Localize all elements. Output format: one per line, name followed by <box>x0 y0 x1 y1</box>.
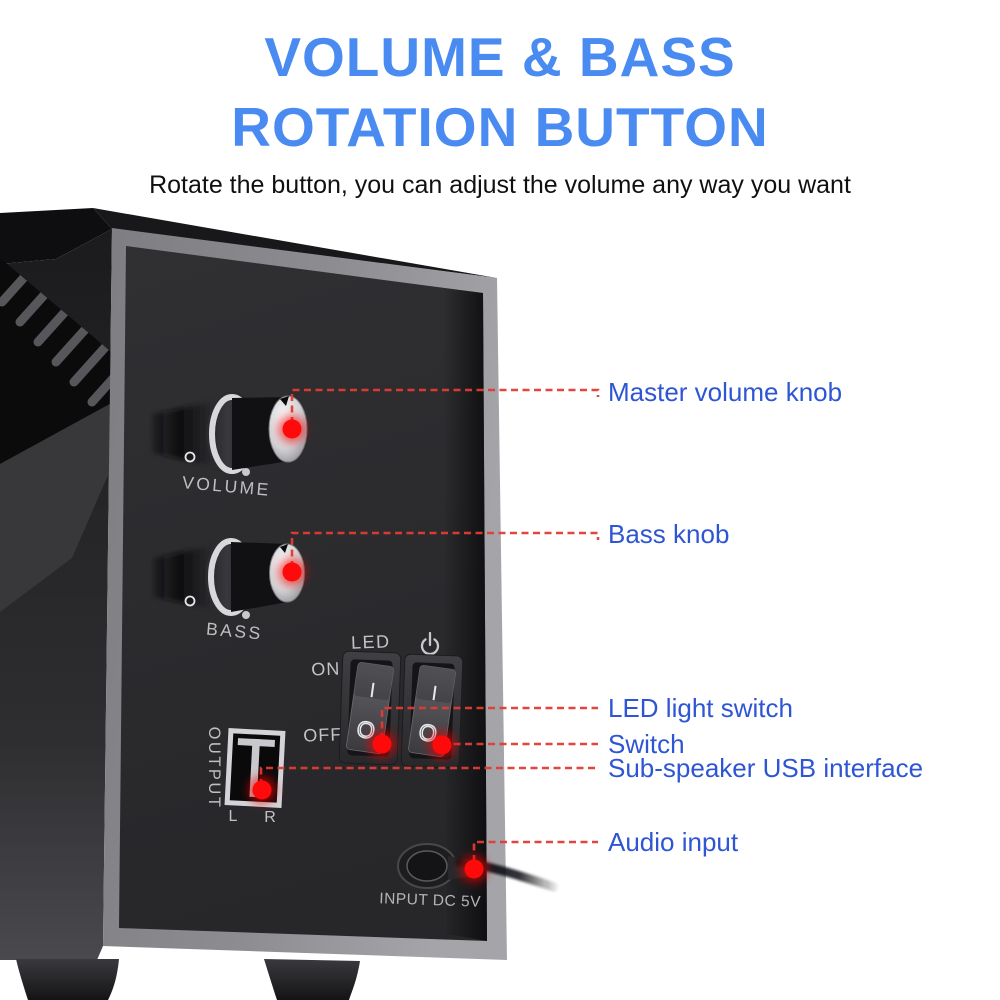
power-icon <box>420 631 440 656</box>
volume-knob: VOLUME <box>152 391 308 500</box>
red-dot-marker <box>428 731 456 759</box>
subtitle: Rotate the button, you can adjust the vo… <box>149 171 851 199</box>
on-label: ON <box>311 659 341 680</box>
callout-line-bass <box>290 531 600 568</box>
red-dot-marker <box>368 730 396 758</box>
callout-line-master-volume <box>290 388 600 424</box>
speaker-foot-left <box>16 959 119 1000</box>
red-dot-marker <box>460 855 488 883</box>
rocker-on-mark: I <box>368 679 377 703</box>
knob-zero-mark <box>184 451 196 463</box>
led-label: LED <box>351 631 391 652</box>
page-title: VOLUME & BASS ROTATION BUTTON <box>0 22 1000 162</box>
rocker-on-mark: I <box>430 682 439 706</box>
panel-edge-shadow <box>443 288 487 941</box>
usb-right-label: R <box>264 809 276 826</box>
callout-label-master-volume: Master volume knob <box>608 377 843 407</box>
callout-label-bass: Bass knob <box>608 519 730 549</box>
bass-label: BASS <box>205 619 263 644</box>
knob-pointer-tail <box>242 611 250 619</box>
title-line-1: VOLUME & BASS <box>264 26 736 88</box>
speaker-foot-right <box>264 959 360 1000</box>
cabinet-top-edge <box>93 208 497 278</box>
knob-pointer-tail <box>242 468 250 476</box>
red-dot-marker <box>278 415 306 443</box>
off-label: OFF <box>303 724 343 745</box>
red-dot-marker <box>248 776 276 804</box>
callout-label-audio-input: Audio input <box>608 827 739 857</box>
callout-label-led-switch: LED light switch <box>608 693 793 723</box>
callout-marker-dots <box>248 415 488 883</box>
input-label: INPUT DC 5V <box>379 890 481 911</box>
cabinet-top-corner <box>0 208 112 264</box>
knob-index-notch <box>280 396 289 406</box>
output-label: OUTPUT <box>205 727 223 810</box>
knob-index-notch <box>280 544 288 553</box>
dc-plug-inner <box>406 850 448 882</box>
title-line-2: ROTATION BUTTON <box>231 96 769 158</box>
callout-line-led-switch <box>380 706 598 740</box>
callout-label-usb-interface: Sub-speaker USB interface <box>608 753 924 783</box>
knob-zero-mark <box>184 595 196 607</box>
red-dot-marker <box>278 558 306 586</box>
usb-left-label: L <box>229 808 238 825</box>
callout-label-switch: Switch <box>608 729 685 759</box>
